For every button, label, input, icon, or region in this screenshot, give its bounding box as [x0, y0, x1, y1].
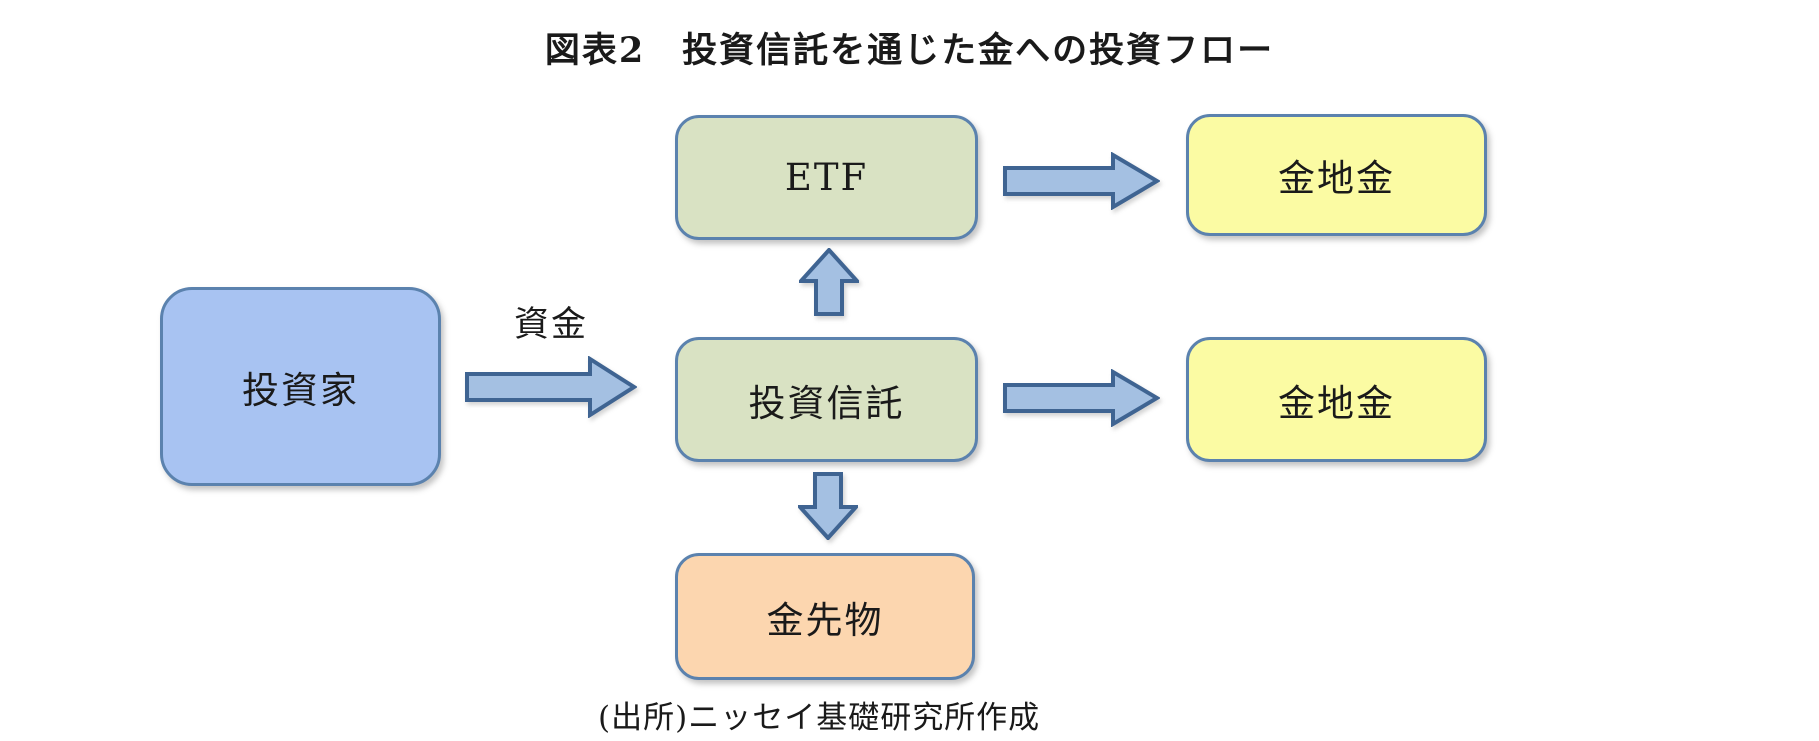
trust-box: 投資信託	[675, 337, 978, 462]
arrow-trust-to-futures-icon	[798, 472, 858, 540]
arrow-trust-to-etf-icon	[799, 248, 859, 316]
gold-futures-label: 金先物	[766, 598, 884, 642]
investor-box-label: 投資家	[242, 368, 359, 412]
arrow-etf-to-bullion-icon	[1003, 152, 1160, 210]
trust-box-label: 投資信託	[748, 381, 905, 425]
gold-bullion-bottom-label: 金地金	[1278, 381, 1395, 425]
arrow-investor-to-trust-icon	[465, 356, 637, 418]
investor-box: 投資家	[160, 287, 441, 486]
gold-futures-box: 金先物	[675, 553, 975, 680]
etf-box: ETF	[675, 115, 978, 240]
gold-bullion-bottom-box: 金地金	[1186, 337, 1487, 462]
gold-bullion-top-box: 金地金	[1186, 114, 1487, 236]
source-note: (出所)ニッセイ基礎研究所作成	[598, 700, 1041, 736]
funds-arrow-label: 資金	[513, 305, 588, 345]
figure-title: 図表2 投資信託を通じた金への投資フロー	[544, 30, 1275, 71]
gold-bullion-top-label: 金地金	[1278, 157, 1395, 200]
etf-box-label: ETF	[784, 156, 869, 199]
arrow-trust-to-bullion-icon	[1003, 369, 1160, 427]
